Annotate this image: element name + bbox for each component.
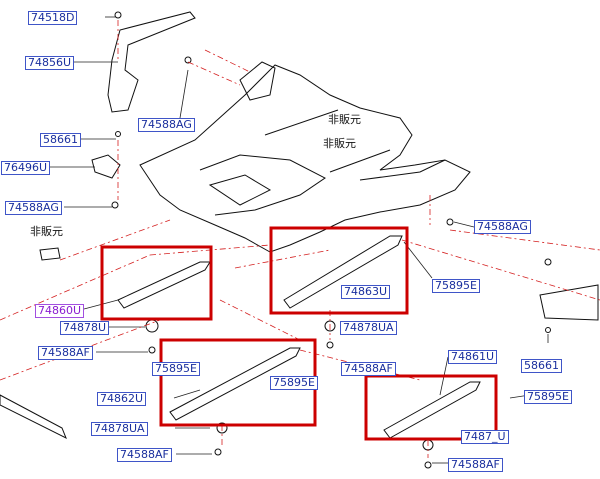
left-rail bbox=[0, 394, 67, 440]
cover-center-ridge bbox=[199, 154, 326, 216]
part-label-74588AF[interactable]: 74588AF bbox=[38, 346, 93, 360]
part-label-74863U[interactable]: 74863U bbox=[341, 285, 391, 299]
part-label-74588AG[interactable]: 74588AG bbox=[474, 220, 531, 234]
not-sold-note: 非販元 bbox=[323, 137, 356, 150]
part-label-74588AG[interactable]: 74588AG bbox=[138, 118, 195, 132]
part-label-74861U[interactable]: 74861U bbox=[448, 350, 498, 364]
cover-fin-left bbox=[208, 174, 272, 206]
part-label-58661[interactable]: 58661 bbox=[521, 359, 562, 373]
bracket-74856 bbox=[107, 11, 196, 113]
part-label-74518D[interactable]: 74518D bbox=[28, 11, 78, 25]
part-label-75895E[interactable]: 75895E bbox=[270, 376, 318, 390]
callout-box-74861 bbox=[364, 374, 498, 441]
part-label-74878U[interactable]: 74878U bbox=[60, 321, 110, 335]
part-label-74878UA[interactable]: 74878UA bbox=[91, 422, 148, 436]
cover-right-step bbox=[359, 159, 446, 181]
part-label-58661[interactable]: 58661 bbox=[40, 133, 81, 147]
part-label-74588AF[interactable]: 74588AF bbox=[448, 458, 503, 472]
part-label-75895E[interactable]: 75895E bbox=[524, 390, 572, 404]
not-sold-note: 非販元 bbox=[30, 225, 63, 238]
part-label-74588AF[interactable]: 74588AF bbox=[341, 362, 396, 376]
part-label-76496U[interactable]: 76496U bbox=[1, 161, 51, 175]
rail-74862 bbox=[169, 347, 301, 421]
callout-box-74863 bbox=[269, 226, 409, 315]
rail-74861 bbox=[383, 381, 481, 439]
bracket-76496 bbox=[91, 154, 121, 179]
part-label-74588AF[interactable]: 74588AF bbox=[117, 448, 172, 462]
cover-slot-lower bbox=[329, 149, 391, 173]
cover-slot-upper bbox=[264, 109, 339, 136]
part-label-74860U[interactable]: 74860U bbox=[35, 304, 85, 318]
part-label-75895E[interactable]: 75895E bbox=[152, 362, 200, 376]
part-label-74856U[interactable]: 74856U bbox=[25, 56, 75, 70]
mount-bracket bbox=[239, 61, 276, 101]
rail-74863 bbox=[283, 235, 403, 309]
callout-box-74860 bbox=[100, 245, 213, 321]
part-label-75895E[interactable]: 75895E bbox=[432, 279, 480, 293]
part-label-74588AG[interactable]: 74588AG bbox=[5, 201, 62, 215]
part-label-7487U[interactable]: 7487_U bbox=[461, 430, 509, 444]
right-cover-piece bbox=[539, 284, 599, 321]
part-label-74878UA[interactable]: 74878UA bbox=[340, 321, 397, 335]
not-sold-note: 非販元 bbox=[328, 113, 361, 126]
part-label-74862U[interactable]: 74862U bbox=[97, 392, 147, 406]
small-clip bbox=[39, 247, 61, 261]
rail-74860 bbox=[117, 261, 211, 309]
under-cover-panel bbox=[139, 64, 471, 253]
